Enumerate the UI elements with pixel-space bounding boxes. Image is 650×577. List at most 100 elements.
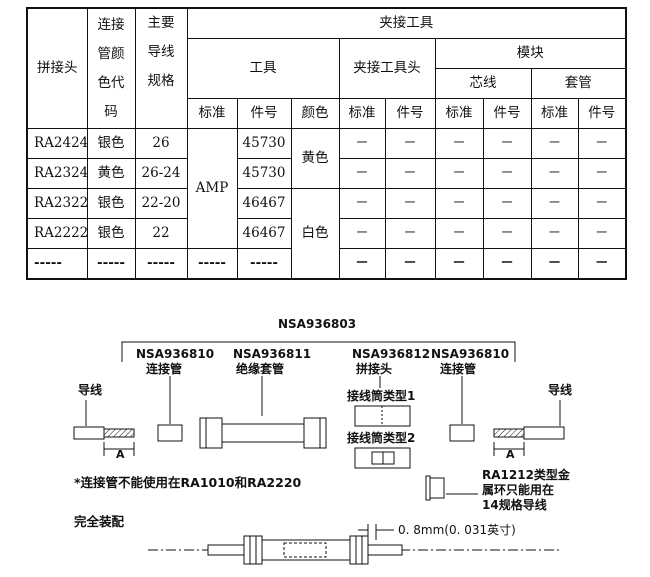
header-pn: 件号 [482, 98, 532, 129]
cell-dash: － [384, 158, 436, 189]
cell-placeholder: ----- [236, 248, 292, 280]
ring-note-1: RA1212类型金 [482, 467, 571, 482]
header-std: 标准 [530, 98, 579, 129]
cell-placeholder: ----- [86, 248, 136, 280]
wire-label-right: 导线 [548, 382, 572, 397]
cell-dash: － [577, 248, 627, 280]
cell-dash: － [482, 128, 532, 159]
cell-color: 黄色 [86, 158, 136, 189]
cell-dash: － [530, 218, 579, 249]
cell-dash: － [338, 188, 386, 219]
header-pn: 件号 [577, 98, 627, 129]
table-row: RA2424 银色 26 AMP 45730 黄色 － － － － － － [26, 128, 627, 249]
cell-dash: － [338, 218, 386, 249]
header-pn: 件号 [384, 98, 436, 129]
gap-dimension: 0. 8mm(0. 031英寸) [398, 523, 516, 537]
cell-dash: － [530, 248, 579, 280]
table-row: ----- ----- ----- ----- ----- － － － － － … [26, 248, 627, 280]
cell-dash: － [434, 128, 484, 159]
cell-dash: － [577, 188, 627, 219]
cell-color: 银色 [86, 218, 136, 249]
table-row: RA2222 银色 22 46467 － － － － － － [26, 218, 627, 249]
assembly-bracket [121, 341, 516, 362]
cell-placeholder: ----- [134, 248, 188, 280]
cell-dash: － [577, 128, 627, 159]
splice-label: 拼接头 [356, 361, 392, 376]
cell-placeholder: ----- [186, 248, 238, 280]
header-gauge: 主要导线 规格 [134, 7, 188, 129]
ring-note-3: 14规格导线 [482, 497, 547, 512]
cell-placeholder: ----- [26, 248, 88, 280]
header-core: 芯线 [434, 68, 532, 99]
cell-tool-color: 白色 [290, 188, 340, 280]
complete-label: 完全装配 [74, 514, 125, 529]
connector-label-right: 连接管 [440, 361, 476, 376]
header-std: 标准 [186, 98, 238, 129]
cell-gauge: 26 [134, 128, 188, 159]
type1-label: 接线筒类型1 [347, 388, 415, 403]
connector-pn-left: NSA936810 [136, 347, 214, 361]
header-die: 夹接工具头 [338, 38, 436, 99]
cell-pn: 46467 [236, 218, 292, 249]
cell-dash: － [482, 188, 532, 219]
connector-tube-right [449, 424, 475, 442]
cell-splice: RA2322 [26, 188, 88, 219]
splice-pn: NSA936812 [352, 347, 430, 361]
cell-dash: － [530, 128, 579, 159]
header-module: 模块 [434, 38, 627, 69]
cell-splice: RA2222 [26, 218, 88, 249]
cell-splice: RA2424 [26, 128, 88, 159]
splice-spec-table: 拼接头 连接管颜 色代码 主要导线 规格 夹接工具 工具 夹接工具头 模块 芯线… [26, 7, 628, 280]
dim-a-right: A [506, 448, 515, 461]
sleeve-label: 绝缘套管 [236, 361, 284, 376]
sleeve-pn: NSA936811 [233, 347, 311, 361]
ring-note-2: 属环只能用在 [482, 482, 554, 497]
cell-pn: 45730 [236, 128, 292, 159]
cell-color: 银色 [86, 128, 136, 159]
table-row: RA2324 黄色 26-24 45730 － － － － － － [26, 158, 627, 189]
cell-dash: － [434, 158, 484, 189]
header-tool: 工具 [186, 38, 340, 99]
type2-label: 接线筒类型2 [347, 430, 415, 445]
cell-dash: － [338, 158, 386, 189]
header-crimp-tool: 夹接工具 [186, 7, 627, 39]
assembly-pn: NSA936803 [278, 318, 356, 331]
connector-note: *连接管不能使用在RA1010和RA2220 [74, 475, 302, 490]
cell-dash: － [482, 248, 532, 280]
cell-gauge: 26-24 [134, 158, 188, 189]
connector-pn-right: NSA936810 [431, 347, 509, 361]
cell-splice: RA2324 [26, 158, 88, 189]
wire-left [73, 426, 135, 440]
header-color: 颜色 [290, 98, 340, 129]
cell-dash: － [384, 128, 436, 159]
cell-dash: － [482, 158, 532, 189]
connector-tube-left [157, 424, 183, 442]
cell-dash: － [482, 218, 532, 249]
wire-label-left: 导线 [78, 382, 102, 397]
insulation-sleeve [199, 417, 327, 449]
header-std: 标准 [434, 98, 484, 129]
cell-gauge: 22 [134, 218, 188, 249]
cell-pn: 46467 [236, 188, 292, 219]
cell-dash: － [434, 218, 484, 249]
wire-right [493, 426, 565, 440]
cell-tool-std: AMP [186, 128, 238, 249]
cell-dash: － [434, 188, 484, 219]
cell-gauge: 22-20 [134, 188, 188, 219]
cell-tool-color: 黄色 [290, 128, 340, 189]
header-color-code: 连接管颜 色代码 [86, 7, 136, 129]
header-splice: 拼接头 [26, 7, 88, 129]
cell-dash: － [530, 188, 579, 219]
splice-assembly-diagram: NSA936803 NSA936810 连接管 NSA936811 绝缘套管 N… [73, 318, 572, 565]
header-pn: 件号 [236, 98, 292, 129]
dim-a-left: A [116, 448, 125, 461]
header-std: 标准 [338, 98, 386, 129]
cell-pn: 45730 [236, 158, 292, 189]
table-row: RA2322 银色 22-20 46467 白色 － － － － － － [26, 188, 627, 280]
cell-dash: － [338, 128, 386, 159]
cell-dash: － [384, 218, 436, 249]
cell-dash: － [384, 188, 436, 219]
header-sleeve: 套管 [530, 68, 627, 99]
complete-assembly [148, 535, 560, 565]
connector-label-left: 连接管 [146, 361, 182, 376]
